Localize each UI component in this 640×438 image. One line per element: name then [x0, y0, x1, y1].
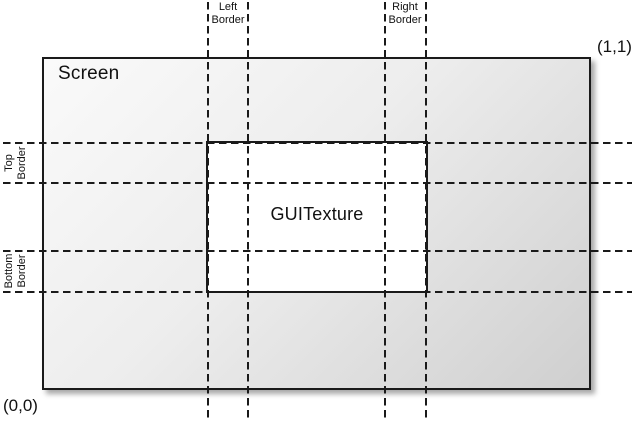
left-border-label-line2: Border: [211, 14, 245, 26]
guitexture-rect: GUITexture: [206, 141, 428, 293]
guitexture-label: GUITexture: [270, 203, 364, 224]
left-border-label-line1: Left: [218, 1, 238, 13]
bottom-border-label-line1: Bottom: [3, 253, 15, 289]
bottom-border-label-line2: Border: [16, 254, 28, 288]
top-border-label-line2: Border: [16, 146, 28, 180]
max-coordinate-label: (1,1): [597, 37, 632, 56]
bottom-border-label: Bottom Border: [3, 254, 29, 289]
right-border-label-line1: Right: [392, 1, 418, 13]
origin-coordinate-label: (0,0): [3, 396, 38, 415]
right-border-label: Right Border: [388, 1, 421, 27]
left-border-label: Left Border: [211, 1, 244, 27]
top-border-label: Top Border: [3, 146, 29, 179]
right-border-label-line2: Border: [388, 14, 422, 26]
top-border-label-line1: Top: [3, 154, 15, 172]
screen-label: Screen: [58, 63, 120, 84]
